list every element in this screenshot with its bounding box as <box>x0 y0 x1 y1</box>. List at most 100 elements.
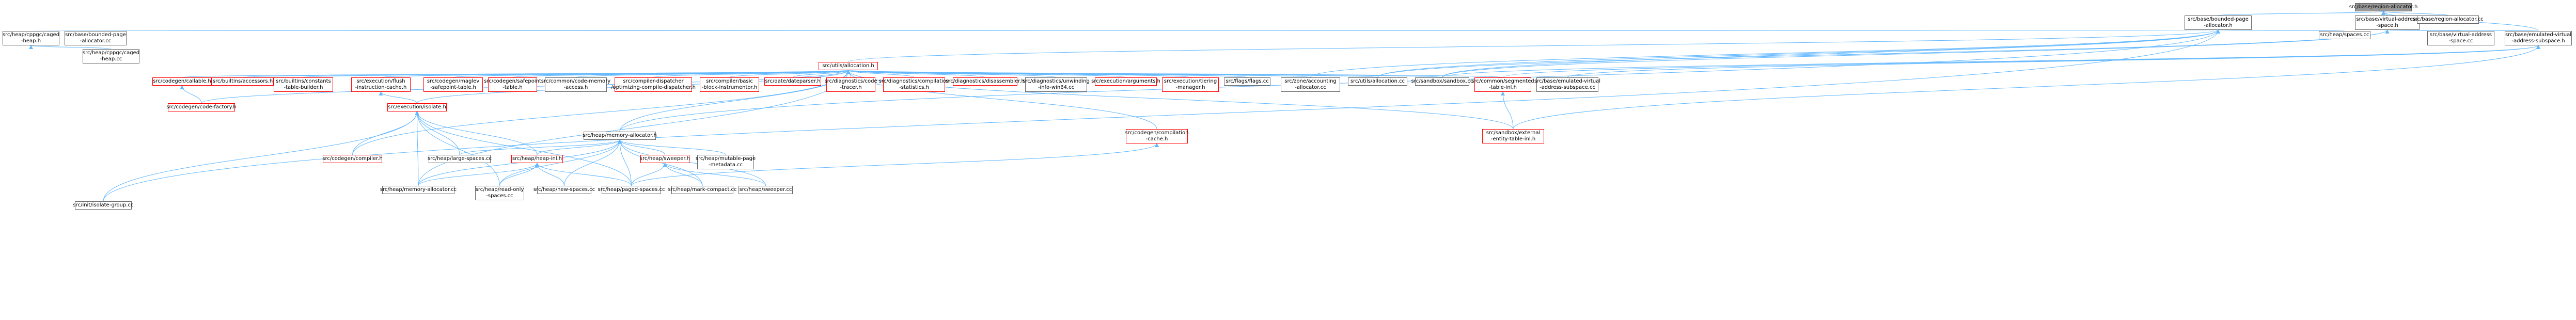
graph-node-basic-block-h[interactable]: src/compiler/basic-block-instrumentor.h <box>700 77 759 92</box>
graph-node-large-spaces-cc[interactable]: src/heap/large-spaces.cc <box>428 155 492 163</box>
graph-node-utils-alloc-cc[interactable]: src/utils/allocation.cc <box>1348 77 1407 86</box>
graph-node-compilation-cache-h[interactable]: src/codegen/compilation-cache.h <box>1125 129 1188 143</box>
graph-node-new-spaces-cc[interactable]: src/heap/new-spaces.cc <box>533 186 595 194</box>
node-label-line: src/codegen/compiler.h <box>322 156 383 162</box>
graph-node-sandbox-cc[interactable]: src/sandbox/sandbox.cc <box>1411 77 1473 86</box>
graph-node-mark-compact-cc[interactable]: src/heap/mark-compact.cc <box>668 186 737 194</box>
graph-node-tiering-manager-h[interactable]: src/execution/tiering-manager.h <box>1162 77 1219 92</box>
node-label-line: src/heap/memory-allocator.h <box>583 133 657 138</box>
graph-node-mutable-page-cc[interactable]: src/heap/mutable-page-metadata.cc <box>696 155 756 169</box>
graph-node-emulated-space-h[interactable]: src/base/emulated-virtual-address-subspa… <box>2505 31 2572 45</box>
graph-node-compiler-h[interactable]: src/codegen/compiler.h <box>322 155 383 163</box>
node-label-line: src/codegen/code-factory.h <box>166 104 237 110</box>
node-label-line: src/init/isolate-group.cc <box>73 202 134 208</box>
graph-node-virtual-space-cc[interactable]: src/base/virtual-address-space.cc <box>2427 31 2494 45</box>
graph-node-code-factory-h[interactable]: src/codegen/code-factory.h <box>166 103 237 111</box>
node-label-line: -space.h <box>2376 23 2398 28</box>
edge-region_alloc_cc-to-root <box>2381 11 2448 16</box>
node-label-line: src/execution/flush <box>356 78 405 84</box>
node-label-line: -table-builder.h <box>284 85 323 90</box>
graph-node-bounded-page-alloc-cc[interactable]: src/base/bounded-page-allocator.cc <box>65 31 127 45</box>
graph-node-heap-inl-h[interactable]: src/heap/heap-inl.h <box>511 155 563 163</box>
node-label-line: -entity-table-inl.h <box>1490 136 1536 142</box>
node-label-line: -spaces.cc <box>486 193 513 199</box>
node-label-line: src/utils/allocation.h <box>822 63 874 69</box>
node-label-line: src/builtins/constants <box>276 78 331 84</box>
node-label-line: src/execution/isolate.h <box>388 104 446 110</box>
graph-node-virtual-space-h[interactable]: src/base/virtual-address-space.h <box>2355 15 2420 30</box>
node-label-line: src/base/emulated-virtual <box>1534 78 1601 84</box>
graph-node-codegen-safepoint-h[interactable]: src/codegen/safepoint-table.h <box>484 77 541 92</box>
graph-node-memory-allocator-cc[interactable]: src/heap/memory-allocator.cc <box>380 186 457 194</box>
graph-node-sweeper-cc[interactable]: src/heap/sweeper.cc <box>739 186 793 194</box>
graph-node-disassembler-h[interactable]: src/diagnostics/disassembler.h <box>946 77 1025 86</box>
node-label-line: src/base/emulated-virtual <box>2505 32 2572 38</box>
graph-node-flush-h[interactable]: src/execution/flush-instruction-cache.h <box>351 77 411 92</box>
node-label-line: src/zone/accounting <box>1284 78 1337 84</box>
graph-node-utils-alloc-h[interactable]: src/utils/allocation.h <box>819 62 878 70</box>
node-label-line: src/heap/read-only <box>475 187 524 193</box>
node-label-line: -address-subspace.cc <box>1540 85 1595 90</box>
edge-paged_spaces_cc-to-isolate_h <box>415 111 632 186</box>
graph-node-root[interactable]: src/base/region-allocator.h <box>2349 3 2417 11</box>
edge-heap_inl_h-to-memory_allocator_h <box>537 139 622 155</box>
edge-paged_spaces_cc-to-heap_inl_h <box>535 163 632 186</box>
graph-node-isolate-h[interactable]: src/execution/isolate.h <box>387 103 447 111</box>
graph-node-constants-table-h[interactable]: src/builtins/constants-table-builder.h <box>274 77 333 92</box>
node-label-line: src/heap/sweeper.cc <box>739 187 792 193</box>
graph-node-safepoint-table-h[interactable]: src/codegen/maglev-safepoint-table.h <box>423 77 483 92</box>
edge-optimizing_compile_h-to-utils_alloc_h <box>653 70 851 78</box>
node-label-line: -heap.cc <box>100 56 122 62</box>
node-label-line: src/diagnostics/compilation <box>878 78 950 84</box>
node-label-line: src/heap/sweeper.h <box>639 156 690 162</box>
node-label-line: src/heap/cppgc/caged <box>82 50 140 56</box>
graph-node-paged-spaces-cc[interactable]: src/heap/paged-spaces.cc <box>598 186 665 194</box>
graph-node-accessors-h[interactable]: src/builtins/accessors.h <box>212 77 274 86</box>
node-label-line: src/base/bounded-page <box>65 32 126 38</box>
node-label-line: src/heap/cppgc/caged <box>2 32 60 38</box>
graph-node-external-entity-h[interactable]: src/sandbox/external-entity-table-inl.h <box>1482 129 1544 143</box>
graph-node-bounded-page-alloc-h[interactable]: src/base/bounded-page-allocator.h <box>2185 15 2252 30</box>
edge-heap_inl_h-to-isolate_h <box>415 111 538 155</box>
node-label-line: src/compiler-dispatcher <box>623 78 684 84</box>
node-label-line: src/sandbox/sandbox.cc <box>1411 78 1473 84</box>
graph-node-heap-spaces-cc[interactable]: src/heap/spaces.cc <box>2319 31 2370 39</box>
node-label-line: src/base/virtual-address <box>2429 32 2492 38</box>
edge-utils_alloc_cc-to-bounded_page_alloc_h <box>1377 29 2220 78</box>
graph-node-memory-allocator-h[interactable]: src/heap/memory-allocator.h <box>583 132 657 140</box>
node-label-line: src/compiler/basic <box>706 78 753 84</box>
graph-node-arguments-h[interactable]: src/execution/arguments.h <box>1091 77 1160 86</box>
graph-node-unwinding-cc[interactable]: src/diagnostics/unwinding-info-win64.cc <box>1023 77 1090 92</box>
graph-node-isolate-group-cc[interactable]: src/init/isolate-group.cc <box>73 201 134 210</box>
node-label-line: src/codegen/callable.h <box>153 78 211 84</box>
edge-isolate_h-to-flush_h <box>379 91 417 104</box>
graph-node-caged-heap-h[interactable]: src/heap/cppgc/caged-heap.h <box>3 31 59 45</box>
graph-node-emulated-space-cc[interactable]: src/base/emulated-virtual-address-subspa… <box>1534 77 1601 92</box>
edge-caged_heap_cc-to-caged_heap_h <box>29 45 112 50</box>
node-label-line: src/base/virtual-address <box>2356 17 2418 22</box>
node-label-line: src/date/dateparser.h <box>765 78 821 84</box>
edge-bounded_page_alloc_h-to-root <box>2218 11 2385 16</box>
edge-emulated_space_h-to-virtual_space_h <box>2386 29 2539 34</box>
node-label-line: src/codegen/safepoint <box>484 78 541 84</box>
node-label-line: src/heap/paged-spaces.cc <box>598 187 665 193</box>
node-label-line: -cache.h <box>1145 136 1168 142</box>
graph-node-dateparser-h[interactable]: src/date/dateparser.h <box>764 77 821 86</box>
graph-node-callable-h[interactable]: src/codegen/callable.h <box>152 77 212 86</box>
edge-paged_spaces_cc-to-compilation_cache_h <box>631 143 1159 186</box>
edge-compiler_h-to-utils_alloc_h <box>352 70 851 155</box>
graph-node-region-alloc-cc[interactable]: src/base/region-allocator.cc <box>2412 15 2484 24</box>
graph-node-code-tracer-h[interactable]: src/diagnostics/code-tracer.h <box>824 77 877 92</box>
graph-node-caged-heap-cc[interactable]: src/heap/cppgc/caged-heap.cc <box>83 49 139 63</box>
graph-node-sweeper-h[interactable]: src/heap/sweeper.h <box>639 155 690 163</box>
node-label-line: src/heap/heap-inl.h <box>512 156 562 162</box>
graph-node-code-memory-access-h[interactable]: src/common/code-memory-access.h <box>541 77 610 92</box>
graph-node-flags-h[interactable]: src/flags/flags.cc <box>1224 77 1270 86</box>
node-label-line: src/diagnostics/unwinding <box>1023 78 1090 84</box>
graph-node-read-only-spaces-cc[interactable]: src/heap/read-only-spaces.cc <box>475 186 524 200</box>
graph-node-compilation-stats-h[interactable]: src/diagnostics/compilation-statistics.h <box>879 77 949 92</box>
graph-node-segmented-table-h[interactable]: src/common/segmented-table-inl.h <box>1471 77 1534 92</box>
graph-node-zone-accounting-cc[interactable]: src/zone/accounting-allocator.cc <box>1281 77 1340 92</box>
node-label-line: -manager.h <box>1175 85 1205 90</box>
graph-node-optimizing-compile-h[interactable]: src/compiler-dispatcher/optimizing-compi… <box>611 77 696 92</box>
